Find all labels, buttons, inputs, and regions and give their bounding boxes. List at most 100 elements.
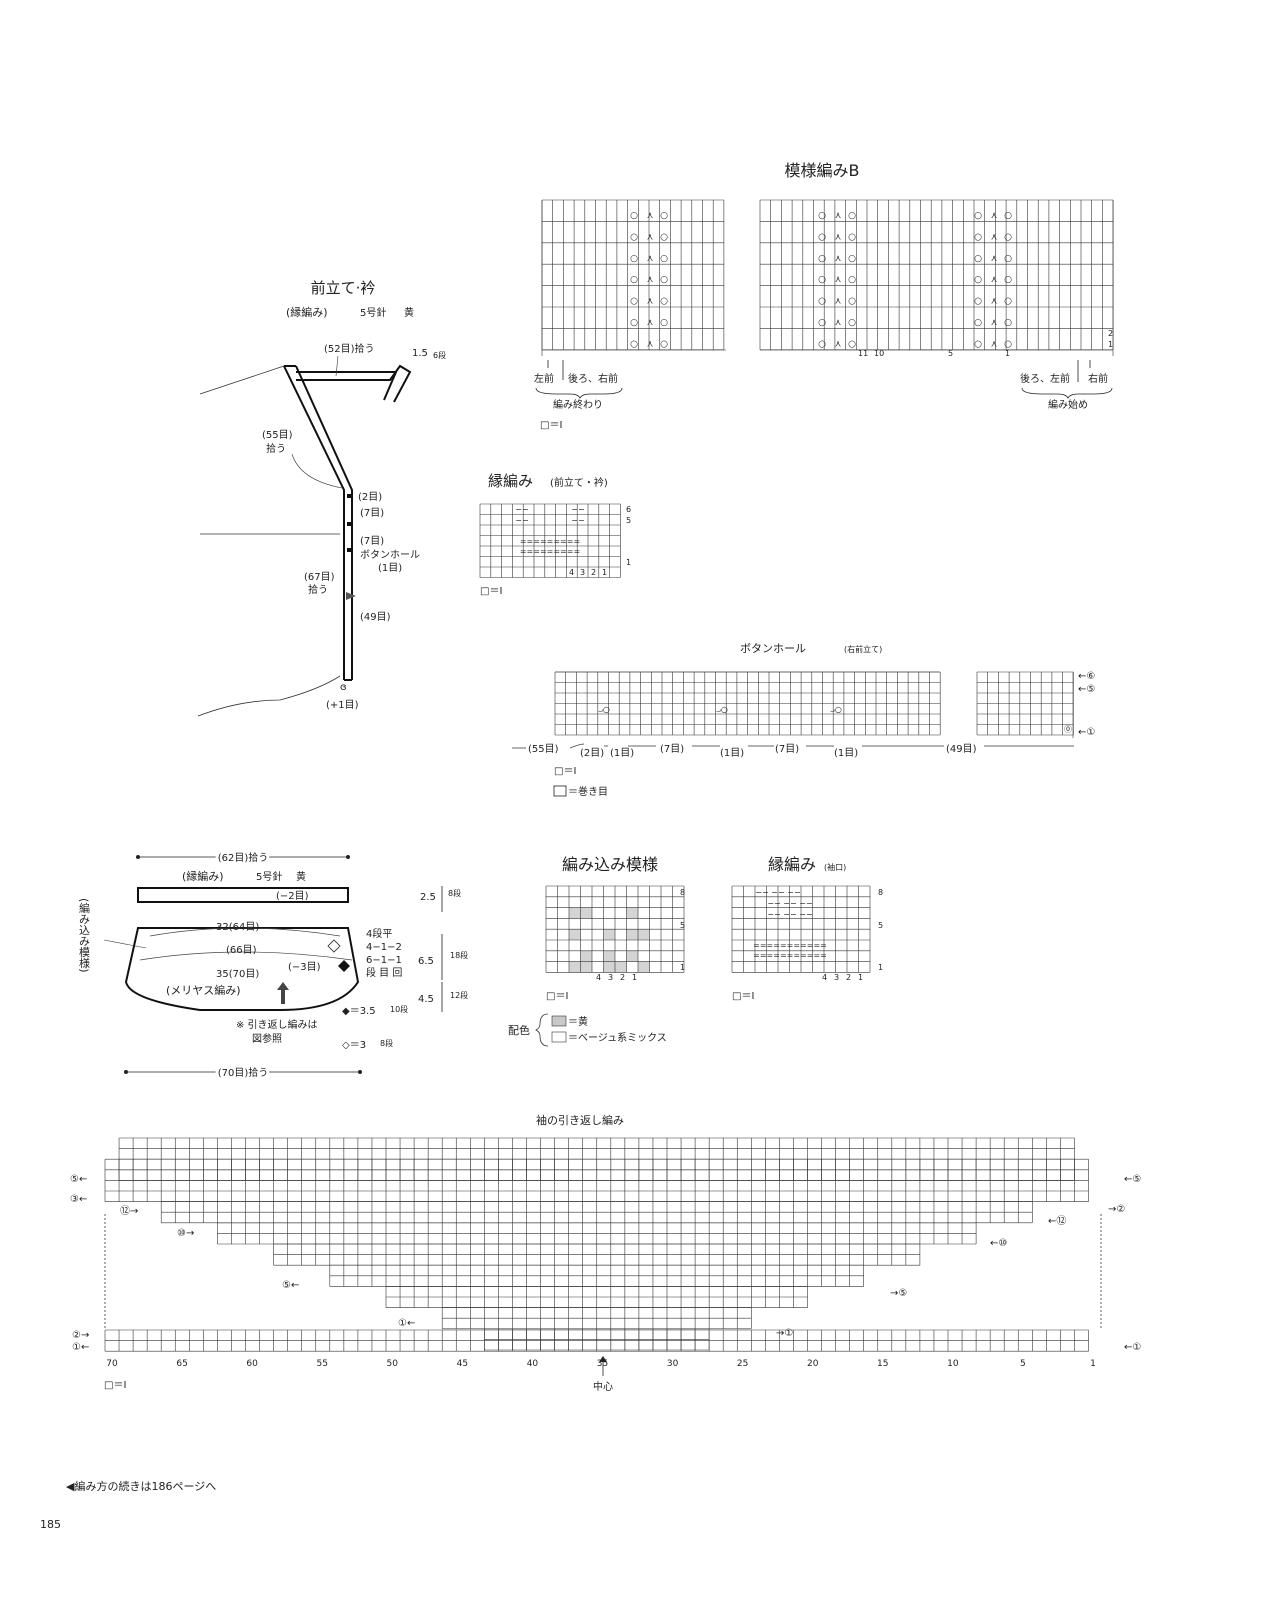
edge-col-4: 4	[569, 568, 574, 577]
se-legend: □＝Ⅰ	[732, 991, 754, 1002]
short-rows-title: 袖の引き返し編み	[536, 1113, 624, 1127]
cuff-h2: 6.5	[418, 956, 434, 967]
plus-one: (+1目)	[326, 700, 359, 711]
svg-text:○: ○	[974, 339, 982, 349]
svg-text:○: ○	[660, 339, 668, 349]
sr-left-12: ⑫→	[120, 1205, 138, 1217]
svg-text:○: ○	[1004, 297, 1012, 307]
sr-right-2: →②	[1108, 1204, 1125, 1215]
svg-text:===========: ===========	[753, 941, 827, 950]
svg-text:===========: ===========	[753, 951, 827, 960]
svg-text:⋏: ⋏	[991, 318, 998, 328]
cuff-h5r: 8段	[380, 1038, 393, 1048]
svg-text:−− −− −−: −− −− −−	[767, 899, 812, 908]
svg-text:−−: −−	[571, 505, 584, 514]
svg-text:⋏: ⋏	[991, 297, 998, 307]
bh-seg-49: (49目)	[946, 744, 977, 755]
short-rows-col-number: 35	[597, 1359, 608, 1369]
short-rows-col-number: 70	[106, 1359, 118, 1369]
sr-right-5: ←⑤	[1124, 1174, 1141, 1185]
short-rows-col-number: 60	[246, 1359, 258, 1369]
fair-col-2: 2	[620, 973, 625, 982]
short-rows-col-number: 65	[176, 1359, 187, 1369]
sr-right-5b: →⑤	[890, 1288, 907, 1299]
cuff-dec-4: 段 目 回	[366, 966, 402, 979]
sr-left-2: ②→	[72, 1330, 89, 1341]
edge-col-2: 2	[591, 568, 596, 577]
front-band-title: 前立て·衿	[311, 279, 376, 297]
fairisle-title: 編み込み模様	[562, 855, 658, 874]
svg-text:⨼○: ⨼○	[830, 705, 842, 714]
fair-row-5: 5	[680, 921, 685, 930]
svg-text:○: ○	[1004, 232, 1012, 242]
svg-text:○: ○	[848, 297, 856, 307]
buttonhole-label: ボタンホール	[360, 549, 420, 561]
sr-left-1: ①←	[398, 1318, 415, 1329]
seg-7b: (7目)	[360, 536, 384, 547]
pattern-b-left-front: 左前	[534, 372, 554, 385]
svg-text:⋏: ⋏	[835, 318, 842, 328]
svg-text:○: ○	[974, 254, 982, 264]
edge-row-6: 6	[626, 505, 631, 514]
svg-text:○: ○	[818, 254, 826, 264]
cuff-pick-top: (62目)拾う	[218, 851, 269, 864]
sr-left-3: ③←	[70, 1194, 87, 1205]
svg-text:○: ○	[1004, 339, 1012, 349]
pattern-b-end: 編み終わり	[553, 398, 603, 411]
edge-row-1: 1	[626, 558, 631, 567]
cuff-h2r: 18段	[450, 950, 468, 960]
cuff-note-1: ※ 引き返し編みは	[236, 1018, 318, 1031]
cuff-h1r: 8段	[448, 888, 461, 898]
front-band-color: 黄	[404, 306, 414, 319]
bh-legend-1: □＝Ⅰ	[554, 766, 576, 777]
pattern-b-right-front: 右前	[1088, 372, 1108, 385]
svg-text:○: ○	[818, 297, 826, 307]
svg-text:−− −− −−: −− −− −−	[767, 910, 812, 919]
cuff-w35: 35(70目)	[216, 969, 259, 980]
svg-text:⋏: ⋏	[647, 232, 654, 242]
plus-one-mark: ɞ	[340, 682, 347, 693]
color-beige-swatch	[551, 1031, 567, 1043]
svg-text:⨼○: ⨼○	[598, 705, 610, 714]
front-pick: (67目)	[304, 572, 335, 583]
svg-text:=========: =========	[520, 537, 580, 546]
fair-col-4: 4	[596, 973, 601, 982]
color-yellow-swatch	[551, 1015, 567, 1027]
sr-right-1: →①	[776, 1328, 793, 1339]
svg-text:○: ○	[848, 318, 856, 328]
svg-text:○: ○	[848, 211, 856, 221]
page-number: 185	[40, 1518, 61, 1531]
sr-left-1b: ①←	[72, 1342, 89, 1353]
svg-text:⋏: ⋏	[835, 297, 842, 307]
front-band-subtitle: (縁編み)	[286, 305, 328, 319]
front-pick-2: 拾う	[308, 583, 328, 596]
svg-text:○: ○	[1004, 254, 1012, 264]
svg-text:○: ○	[660, 275, 668, 285]
sr-right-12: ←⑫	[1048, 1215, 1066, 1227]
edge-col-3: 3	[580, 568, 585, 577]
sr-right-10: ←⑩	[990, 1238, 1007, 1249]
svg-text:⋏: ⋏	[991, 211, 998, 221]
buttonhole-note: (右前立て)	[844, 644, 882, 654]
cuff-h5: ◇＝3	[342, 1040, 366, 1051]
sleeve-edge-chart: 縁編み (袖口) −− −− −−−− −− −−−− −− −−=======…	[731, 855, 883, 1002]
sr-right-1b: ←①	[1124, 1342, 1141, 1353]
bh-seg-1a: (1目)	[610, 748, 634, 759]
svg-text:○: ○	[630, 211, 638, 221]
pattern-b-start: 編み始め	[1048, 398, 1088, 411]
svg-text:○: ○	[630, 297, 638, 307]
svg-text:○: ○	[974, 297, 982, 307]
svg-text:○: ○	[848, 275, 856, 285]
bh-marker-1: ←①	[1078, 727, 1095, 738]
svg-text:−−: −−	[515, 516, 528, 525]
short-rows-col-number: 5	[1020, 1359, 1026, 1369]
cuff-minus3: (−3目)	[288, 962, 321, 973]
bh-seg-2: (2目)	[580, 748, 604, 759]
continue-note: ◀編み方の続きは186ページへ	[66, 1479, 216, 1493]
svg-text:○: ○	[660, 211, 668, 221]
svg-text:○: ○	[818, 232, 826, 242]
svg-text:⋏: ⋏	[991, 232, 998, 242]
buttonhole-chart: ボタンホール (右前立て) ⨼○⨼○⨼○⓪ ←⑥ ←⑤ ←① (55目) (2目…	[512, 642, 1095, 798]
